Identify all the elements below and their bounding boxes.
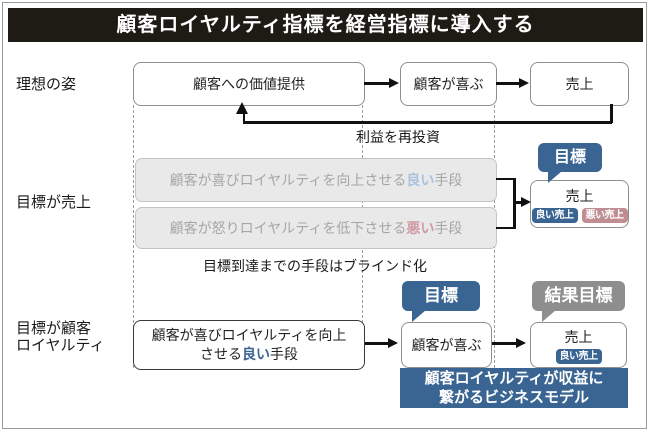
right-arrow-icon (519, 77, 529, 88)
row-label-loyalty-line1: 目標が顧客 (16, 320, 92, 337)
ideal-value-box: 顧客への価値提供 (133, 62, 365, 106)
bad-means-box-blinded: 顧客が怒りロイヤルティを低下させる悪い手段 (135, 207, 497, 249)
bad-means-highlight: 悪い (406, 220, 435, 236)
sales-goal-sales-box: 売上 良い売上 悪い売上 (530, 180, 629, 228)
bad-sales-badge: 悪い売上 (581, 207, 628, 223)
ideal-sales-label: 売上 (565, 76, 594, 92)
loyalty-means-box: 顧客が喜びロイヤルティを向上させる良い手段 (133, 320, 365, 370)
feedback-line-stub (242, 112, 245, 123)
arrow-line (365, 342, 389, 345)
loyalty-means-post: 手段 (270, 346, 298, 362)
arrow-line (364, 82, 389, 85)
bracket-line-stub (513, 201, 522, 204)
feedback-line-horizontal (243, 121, 612, 124)
loyalty-happy-label: 顧客が喜ぶ (411, 337, 482, 353)
goal-bubble-label: 目標 (424, 286, 458, 305)
ideal-happy-box: 顧客が喜ぶ (400, 62, 497, 106)
bracket-line-top (496, 177, 515, 180)
arrow-line (496, 82, 519, 85)
banner-line2: 繋がるビジネスモデル (438, 389, 589, 406)
ideal-value-label: 顧客への価値提供 (193, 76, 305, 92)
result-goal-bubble: 結果目標 (532, 281, 625, 322)
good-means-pre: 顧客が喜びロイヤルティを向上させる (169, 172, 407, 188)
right-arrow-icon (521, 196, 531, 207)
good-sales-badge: 良い売上 (531, 207, 578, 223)
row-label-loyalty-goal: 目標が顧客 ロイヤルティ (16, 320, 105, 354)
bad-means-text: 顧客が怒りロイヤルティを低下させる悪い手段 (170, 218, 463, 238)
sales-badges: 良い売上 悪い売上 (531, 207, 628, 223)
feedback-line-vertical (610, 104, 613, 123)
goal-bubble-label: 目標 (553, 149, 586, 166)
feedback-label: 利益を再投資 (356, 129, 440, 145)
loyalty-happy-box: 顧客が喜ぶ (401, 322, 492, 368)
sales-label: 売上 (564, 328, 593, 345)
right-arrow-icon (388, 337, 398, 348)
bad-means-post: 手段 (434, 220, 463, 236)
sales-box-content: 売上 良い売上 (555, 327, 602, 364)
bad-means-pre: 顧客が怒りロイヤルティを低下させる (169, 220, 407, 236)
row-label-ideal: 理想の姿 (16, 76, 77, 93)
goal-bubble-loyalty: 目標 (402, 281, 480, 322)
good-means-text: 顧客が喜びロイヤルティを向上させる良い手段 (170, 170, 463, 190)
bracket-line-bottom (496, 226, 515, 229)
diagram-title: 顧客ロイヤルティ指標を経営指標に導入する (8, 8, 643, 42)
good-means-box-blinded: 顧客が喜びロイヤルティを向上させる良い手段 (135, 158, 497, 202)
arrow-line (492, 342, 516, 345)
row-label-loyalty-line2: ロイヤルティ (16, 337, 105, 354)
loyalty-sales-box: 売上 良い売上 (530, 322, 627, 368)
loyalty-means-highlight: 良い (242, 346, 270, 362)
loyalty-means-pre: 顧客が喜びロイヤルティを向上させる (151, 327, 347, 362)
column-guide-left (133, 105, 134, 368)
up-arrow-icon (236, 102, 248, 114)
banner-line1: 顧客ロイヤルティが収益に (424, 370, 604, 387)
right-arrow-icon (516, 337, 526, 348)
ideal-sales-box: 売上 (530, 62, 629, 106)
result-goal-label: 結果目標 (544, 286, 613, 305)
blinded-caption: 目標到達までの手段はブラインド化 (203, 258, 427, 274)
good-means-post: 手段 (434, 172, 463, 188)
loyalty-means-text: 顧客が喜びロイヤルティを向上させる良い手段 (149, 326, 349, 364)
ideal-happy-label: 顧客が喜ぶ (413, 76, 484, 92)
right-arrow-icon (389, 77, 399, 88)
good-means-highlight: 良い (406, 172, 435, 188)
row-label-sales-goal: 目標が売上 (16, 194, 92, 211)
business-model-banner: 顧客ロイヤルティが収益に 繋がるビジネスモデル (400, 368, 628, 408)
sales-label: 売上 (565, 187, 594, 204)
goal-bubble-sales: 目標 (538, 143, 602, 183)
good-sales-badge: 良い売上 (555, 348, 602, 364)
sales-box-content: 売上 良い売上 悪い売上 (531, 186, 628, 223)
